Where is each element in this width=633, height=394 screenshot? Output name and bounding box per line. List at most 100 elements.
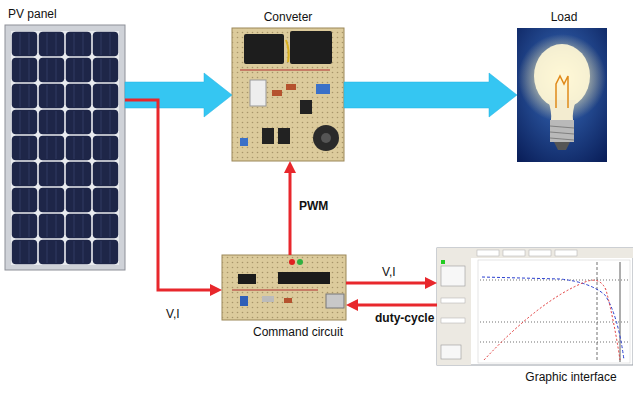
graphic-interface-picture-part <box>620 262 621 362</box>
converter-board-picture-part <box>262 128 274 144</box>
graphic-interface-picture-part <box>437 248 633 365</box>
power-flow-arrow <box>344 73 517 117</box>
signal-line <box>346 282 427 285</box>
pv-panel-node: PV panel <box>5 25 125 270</box>
signal-line <box>125 100 212 290</box>
light-bulb-picture-part <box>554 142 570 150</box>
graphic-interface-picture-part <box>480 280 628 281</box>
converter-board-picture-part <box>316 84 330 94</box>
converter-board-picture-part <box>321 133 331 143</box>
converter-board-picture-part <box>300 100 312 114</box>
graphic-interface-picture-part <box>503 250 525 256</box>
graphic-interface-picture <box>437 248 633 365</box>
command-board-picture-part <box>238 274 256 284</box>
light-bulb-picture-part <box>550 138 574 140</box>
arrow-head <box>210 284 222 296</box>
graphic-interface-picture-part <box>480 322 628 323</box>
graphic-interface-picture-part <box>477 250 499 256</box>
light-bulb-picture-part <box>518 34 606 122</box>
edge-label-holder: V,I <box>380 265 398 279</box>
signal-label: V,I <box>164 307 182 321</box>
converter-board-picture-part <box>240 138 248 146</box>
power-flow-arrow <box>125 73 232 117</box>
light-bulb-picture-part <box>548 100 576 120</box>
command-board-picture-part <box>222 255 346 320</box>
graphic-interface-picture-part <box>555 250 577 256</box>
node-label-holder: Command circuit <box>236 325 360 339</box>
command-board-picture-part <box>240 296 248 306</box>
light-bulb-picture-part <box>534 44 590 108</box>
command-board-picture-part <box>262 296 274 302</box>
command-board-picture-part <box>278 272 330 284</box>
converter-board-picture-part <box>278 128 290 144</box>
graphic-interface-picture-part <box>437 258 471 365</box>
graphic-interface-picture-part <box>441 298 465 303</box>
light-bulb-picture-part <box>550 126 574 128</box>
node-label-holder: Conveter <box>232 10 344 24</box>
node-label: Graphic interface <box>525 370 616 384</box>
graphic-interface-picture-part <box>484 280 620 360</box>
light-bulb-picture-part <box>556 76 568 108</box>
pv-panel-picture-part <box>11 31 119 265</box>
converter-board-picture-part <box>286 84 296 90</box>
arrow-head <box>425 277 437 289</box>
converter-board-picture-part <box>286 40 289 62</box>
power-flow-arrow <box>125 73 232 117</box>
graphic-interface-picture-part <box>441 318 465 323</box>
command-board-picture-part <box>222 255 346 320</box>
signal-line <box>289 171 292 255</box>
signal-label: duty-cycle <box>373 311 436 325</box>
command-board-picture <box>222 255 346 320</box>
command-board-picture-part <box>289 259 295 265</box>
converter-board-picture-part <box>250 80 266 106</box>
graphic-interface-picture-part <box>441 345 461 359</box>
converter-node: Conveter <box>232 28 344 161</box>
light-bulb-picture-part <box>550 132 574 134</box>
graphic-interface-picture-part <box>482 277 624 360</box>
converter-board-picture <box>232 28 344 161</box>
signal-arrow <box>346 299 437 311</box>
pv-panel-picture <box>5 25 125 270</box>
graphic-interface-node: Graphic interface <box>437 248 633 365</box>
arrow-head <box>284 161 296 173</box>
node-label: Load <box>551 10 578 24</box>
command-circuit-node: Command circuit <box>222 255 346 320</box>
graphic-interface-picture-part <box>437 248 633 258</box>
converter-board-picture-part <box>290 31 332 64</box>
converter-board-picture-part <box>244 34 284 64</box>
signal-label: V,I <box>380 265 398 279</box>
signal-arrow <box>125 100 222 296</box>
converter-board-picture-part <box>232 28 344 161</box>
node-label-holder: PV panel <box>8 7 57 21</box>
edge-label-holder: PWM <box>297 199 330 213</box>
converter-board-picture-part <box>313 125 339 151</box>
graphic-interface-picture-part <box>529 250 551 256</box>
light-bulb-picture-part <box>517 28 607 162</box>
node-label-holder: Load <box>519 10 609 24</box>
signal-label: PWM <box>297 199 330 213</box>
converter-board-picture-part <box>240 69 330 70</box>
converter-board-picture-part <box>272 90 282 96</box>
command-board-picture-part <box>232 290 318 291</box>
signal-line <box>356 304 437 307</box>
graphic-interface-picture-part <box>478 260 630 363</box>
node-label: Conveter <box>264 10 313 24</box>
edge-label-holder: V,I <box>164 307 182 321</box>
light-bulb-picture-part <box>550 120 574 142</box>
edge-label-holder: duty-cycle <box>373 311 436 325</box>
load-node: Load <box>517 28 607 162</box>
graphic-interface-picture-part <box>597 262 598 362</box>
command-board-picture-part <box>284 298 292 303</box>
power-flow-arrow <box>344 73 517 117</box>
command-board-picture-part <box>297 259 303 265</box>
pv-panel-picture-part <box>5 25 125 270</box>
node-label-holder: Graphic interface <box>473 370 633 384</box>
graphic-interface-picture-part <box>441 260 445 264</box>
arrow-head <box>346 299 358 311</box>
signal-arrow <box>284 161 296 255</box>
converter-board-picture-part <box>232 28 344 161</box>
command-board-picture-part <box>326 294 344 308</box>
graphic-interface-picture-part <box>441 266 465 286</box>
pv-panel-picture-part <box>11 31 119 265</box>
